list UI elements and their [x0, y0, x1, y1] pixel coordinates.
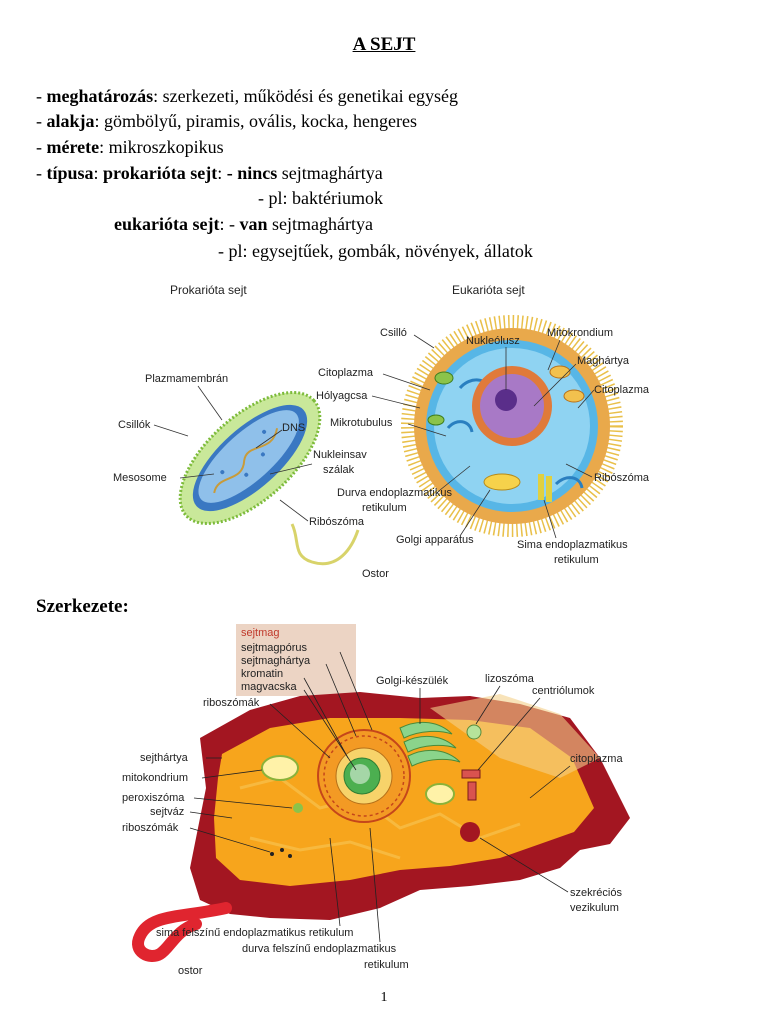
label-szalak: szálak — [323, 464, 355, 476]
label-sejtvaz: sejtváz — [150, 806, 184, 818]
label-maghartya: Maghártya — [577, 355, 630, 367]
mitochondrion — [261, 755, 299, 781]
label-citoplazma-right: Citoplazma — [594, 384, 650, 396]
label-mitokondrium-euk: Mitokrondium — [547, 327, 613, 339]
label-ostor-pro: Ostor — [362, 568, 389, 580]
golgi-apparatus — [399, 721, 461, 767]
page-title: A SEJT — [352, 34, 416, 55]
label-lizoszoma: lizoszóma — [485, 673, 535, 685]
label-riboszoma-pro: Ribószóma — [309, 516, 365, 528]
label-kromatin: kromatin — [241, 668, 283, 680]
label-sima-er-2: retikulum — [554, 554, 599, 566]
definition-line: - meghatározás: szerkezeti, működési és … — [36, 86, 459, 106]
label-durva-er-2: retikulum — [364, 959, 409, 971]
section-heading: Szerkezete: — [36, 596, 129, 617]
label-durva-er-2: retikulum — [362, 502, 407, 514]
label-sima-er: sima felszínű endoplazmatikus retikulum — [156, 927, 353, 939]
definition-line: - alakja: gömbölyű, piramis, ovális, koc… — [36, 111, 417, 131]
nucleus-box-title: sejtmag — [241, 627, 280, 639]
label-ostor: ostor — [178, 965, 203, 977]
prokaryote-cell — [178, 391, 360, 566]
definition-line: - mérete: mikroszkopikus — [36, 137, 224, 157]
label-golgi: Golgi-készülék — [376, 675, 449, 687]
flagellum — [132, 902, 232, 962]
label-csillo: Csilló — [380, 327, 407, 339]
label-szekrecios-1: szekréciós — [570, 887, 622, 899]
centrioles — [461, 769, 481, 801]
page-number: 1 — [380, 990, 388, 1005]
label-nukleolusz: Nukleólusz — [466, 335, 520, 347]
definition-line: - pl: baktériumok — [258, 188, 383, 208]
label-riboszomak-top: riboszómák — [203, 697, 260, 709]
lysosome — [466, 724, 482, 740]
cell-structure-figure: sejtmag sejtmagpórus sejtmaghártya kroma… — [122, 624, 630, 977]
eukaryote-cell — [401, 315, 623, 537]
label-citoplazma: citoplazma — [570, 753, 623, 765]
label-dns: DNS — [282, 422, 305, 434]
label-durva-er-1: durva felszínű endoplazmatikus — [242, 943, 397, 955]
label-csillok: Csillók — [118, 419, 151, 431]
definition-line: - típusa: prokarióta sejt: - nincs sejtm… — [36, 163, 383, 183]
label-plazmamembran: Plazmamembrán — [145, 373, 228, 385]
label-sejthartya: sejthártya — [140, 752, 189, 764]
cell-types-figure: Prokarióta sejt Eukarióta sejt Plazmamem… — [113, 283, 650, 580]
label-mesosome: Mesosome — [113, 472, 167, 484]
animal-cell-cytoplasm — [214, 718, 594, 886]
label-sejtmaghartya: sejtmaghártya — [241, 655, 311, 667]
label-peroxiszoma: peroxiszóma — [122, 792, 185, 804]
label-riboszomak: riboszómák — [122, 822, 179, 834]
secretory-vesicle — [460, 822, 480, 842]
definition-line: eukarióta sejt: - van sejtmaghártya — [114, 214, 373, 234]
label-riboszoma-euk: Ribószóma — [594, 472, 650, 484]
label-sejtmagporus: sejtmagpórus — [241, 642, 308, 654]
label-magvacska: magvacska — [241, 681, 298, 693]
prokaryote-title: Prokarióta sejt — [170, 283, 247, 297]
label-durva-er-1: Durva endoplazmatikus — [337, 487, 452, 499]
label-nukleinsav: Nukleinsav — [313, 449, 367, 461]
label-szekrecios-2: vezikulum — [570, 902, 619, 914]
label-sima-er-1: Sima endoplazmatikus — [517, 539, 628, 551]
label-holyagcsa: Hólyagcsa — [316, 390, 368, 402]
label-mitokondrium: mitokondrium — [122, 772, 188, 784]
label-mikrotubulus: Mikrotubulus — [330, 417, 393, 429]
eukaryote-title: Eukarióta sejt — [452, 283, 525, 297]
label-golgi-euk: Golgi apparátus — [396, 534, 474, 546]
label-centriolumok: centriólumok — [532, 685, 595, 697]
label-citoplazma-left: Citoplazma — [318, 367, 374, 379]
definition-line: - pl: egysejtűek, gombák, növények, álla… — [218, 241, 533, 261]
